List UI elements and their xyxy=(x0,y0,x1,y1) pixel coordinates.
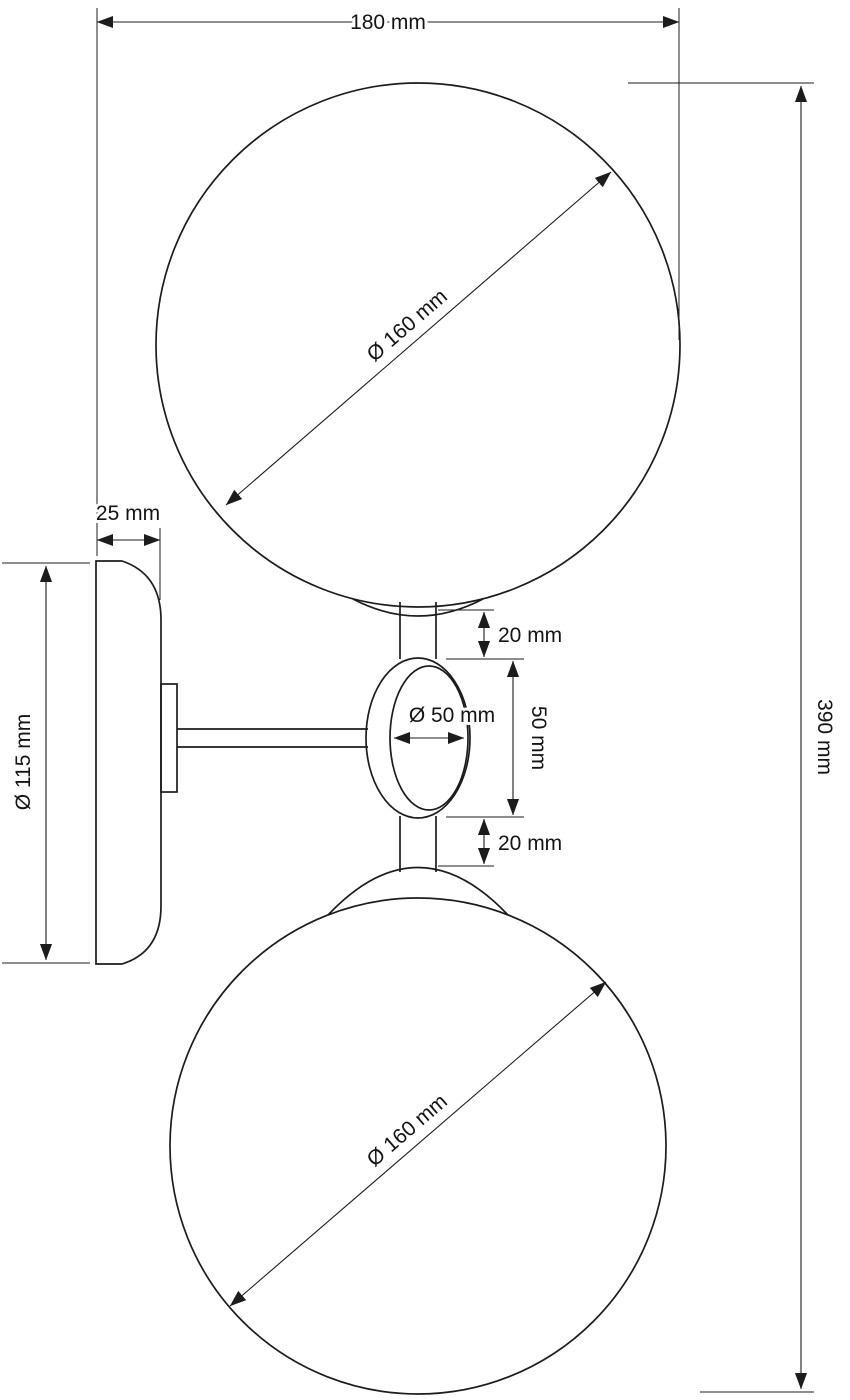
arm-flange xyxy=(160,683,178,793)
bottom-globe xyxy=(169,897,667,1395)
lamp-outline xyxy=(95,82,681,1395)
dim-label-ball-height: 50 mm xyxy=(527,706,550,770)
dim-label-overall-height: 390 mm xyxy=(813,699,836,775)
center-ball-outer xyxy=(365,657,471,819)
top-globe-neck-arc xyxy=(352,598,484,617)
dim-line-top-globe-diameter xyxy=(225,171,612,506)
dim-label-backplate-diameter: Ø 115 mm xyxy=(12,714,35,810)
dim-label-backplate-depth: 25 mm xyxy=(96,502,160,525)
backplate xyxy=(95,560,162,965)
dim-line-bottom-globe-diameter xyxy=(229,981,607,1307)
dimension-lines xyxy=(39,15,808,1390)
dim-label-overall-width: 180 mm xyxy=(350,11,426,34)
bottom-globe-cap-arc xyxy=(327,866,509,916)
center-ball-inner xyxy=(389,665,469,811)
top-globe xyxy=(155,82,681,608)
dim-label-upper-stem: 20 mm xyxy=(498,624,562,647)
dim-label-lower-stem: 20 mm xyxy=(498,832,562,855)
extension-lines xyxy=(2,8,814,1393)
dim-label-bottom-globe-diameter: Ø 160 mm xyxy=(363,1090,452,1171)
dim-label-ball-diameter: Ø 50 mm xyxy=(409,704,495,727)
dim-label-top-globe-diameter: Ø 160 mm xyxy=(363,285,452,366)
